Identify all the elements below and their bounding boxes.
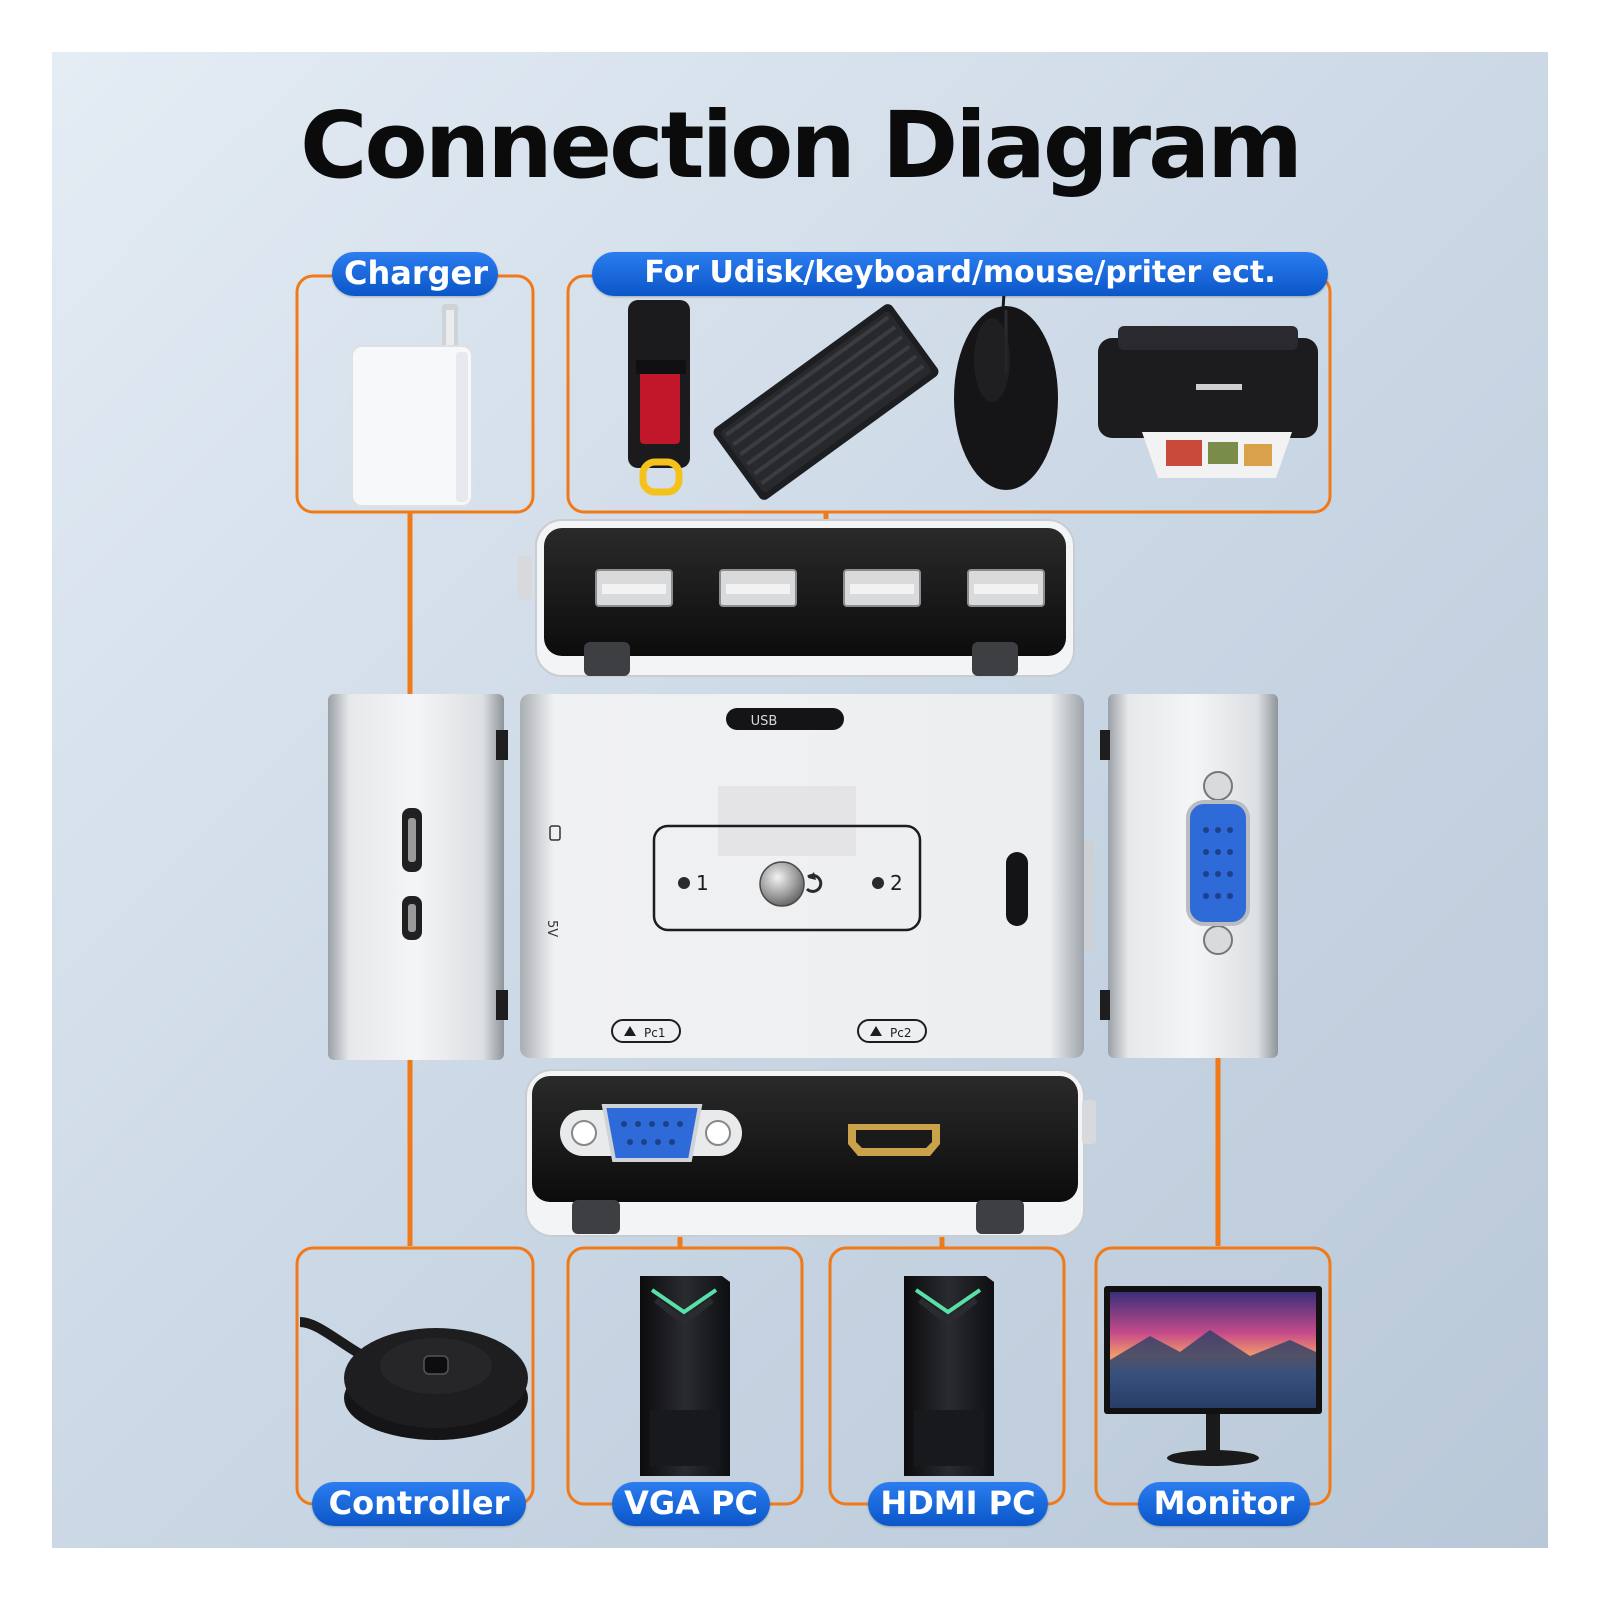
pc-tower-icon	[904, 1276, 994, 1476]
hdmi-pc-label: HDMI PC	[868, 1482, 1048, 1526]
monitor-vga-port-icon	[1186, 771, 1250, 955]
printer-icon	[1098, 326, 1318, 478]
port-2-label: 2	[890, 871, 903, 895]
left-side-panel	[328, 694, 508, 1060]
power-label: 5V	[544, 920, 559, 937]
pc1-label: Pc1	[644, 1026, 665, 1040]
vga-pc-label: VGA PC	[612, 1482, 770, 1526]
right-side-panel	[1100, 694, 1278, 1058]
port-1-label: 1	[696, 871, 709, 895]
pc2-label: Pc2	[890, 1026, 911, 1040]
vga-port-icon	[560, 1104, 742, 1162]
usb-devices-label: For Udisk/keyboard/mouse/priter ect.	[592, 252, 1328, 296]
pc-tower-icon	[640, 1276, 730, 1476]
monitor-label: Monitor	[1138, 1482, 1310, 1526]
usb-stick-icon	[628, 300, 690, 496]
usb-ports	[595, 569, 1045, 607]
pc-ports-face	[525, 1069, 1096, 1237]
usb-hub-face	[518, 519, 1075, 677]
controller-label: Controller	[312, 1482, 526, 1526]
hdmi-port-icon	[848, 1124, 940, 1156]
page-title: Connection Diagram	[299, 92, 1303, 199]
charger-label: Charger	[332, 252, 498, 296]
keyboard-icon	[713, 304, 939, 500]
switch-top-face	[520, 694, 1094, 1058]
switch-button-icon	[759, 861, 805, 907]
charger-icon	[351, 304, 473, 507]
usb-badge-text: USB	[751, 714, 778, 729]
monitor-icon	[1104, 1286, 1322, 1466]
controller-icon	[299, 1317, 528, 1440]
